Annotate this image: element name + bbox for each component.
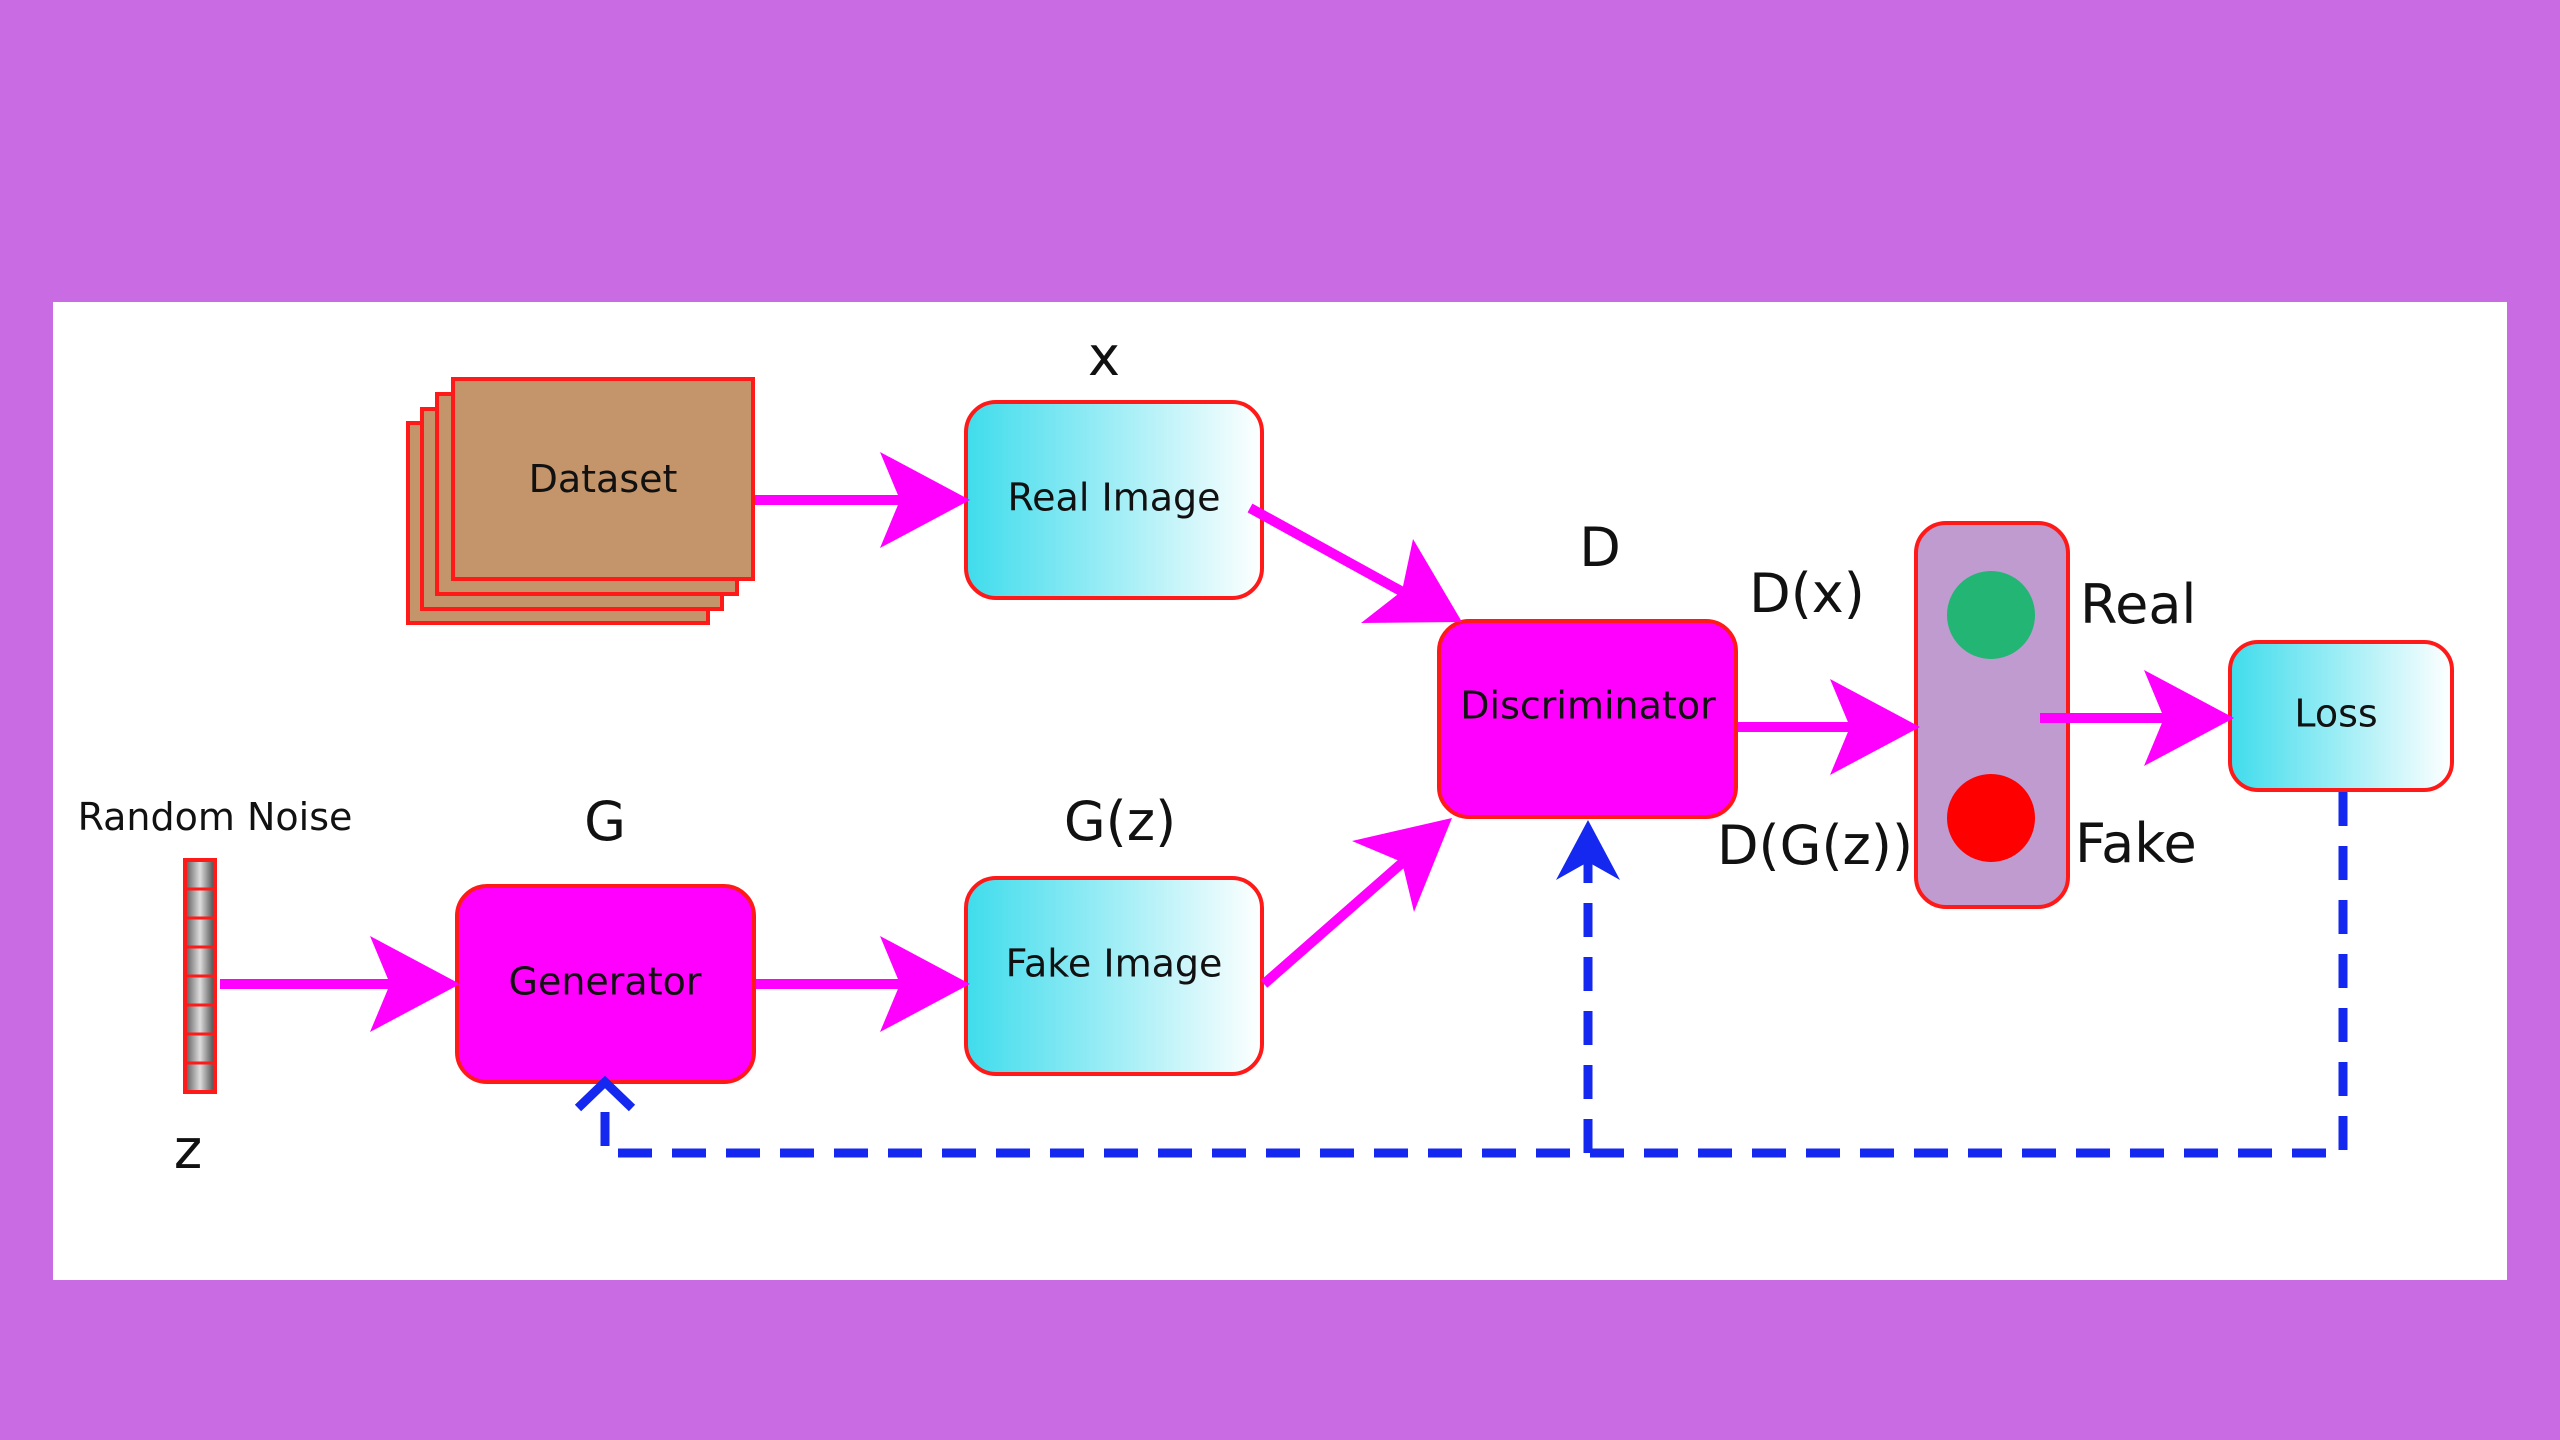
discriminator-node: Discriminator bbox=[1437, 619, 1738, 819]
discriminator-label: Discriminator bbox=[1460, 684, 1716, 728]
fake-image-node: Fake Image bbox=[964, 876, 1264, 1076]
flow-arrows bbox=[220, 452, 2234, 1032]
real-indicator bbox=[1947, 571, 2035, 659]
loss-label: Loss bbox=[2294, 692, 2377, 736]
z-label: z bbox=[174, 1118, 202, 1181]
fake-indicator bbox=[1947, 774, 2035, 862]
random-noise-label: Random Noise bbox=[78, 795, 353, 839]
feedback-arrows bbox=[600, 792, 2348, 1158]
x-label: x bbox=[1088, 325, 1120, 388]
real-label: Real bbox=[2080, 573, 2196, 636]
loss-node: Loss bbox=[2228, 640, 2454, 792]
fake-image-label: Fake Image bbox=[1006, 942, 1223, 986]
g-of-z-label: G(z) bbox=[1064, 790, 1176, 853]
generator-node: Generator bbox=[455, 884, 756, 1084]
generator-label: Generator bbox=[509, 960, 702, 1004]
d-of-g-of-z-label: D(G(z)) bbox=[1717, 814, 1913, 877]
real-image-label: Real Image bbox=[1007, 476, 1220, 520]
g-label: G bbox=[584, 790, 626, 853]
real-image-node: Real Image bbox=[964, 400, 1264, 600]
dataset-label: Dataset bbox=[529, 457, 678, 501]
d-label: D bbox=[1579, 516, 1621, 579]
dataset-stack: Dataset bbox=[406, 377, 755, 625]
d-of-x-label: D(x) bbox=[1749, 562, 1865, 625]
fake-label: Fake bbox=[2075, 812, 2197, 875]
noise-vector bbox=[183, 858, 217, 1094]
feedback-arrowheads bbox=[574, 820, 1620, 1112]
output-panel bbox=[1914, 521, 2070, 909]
